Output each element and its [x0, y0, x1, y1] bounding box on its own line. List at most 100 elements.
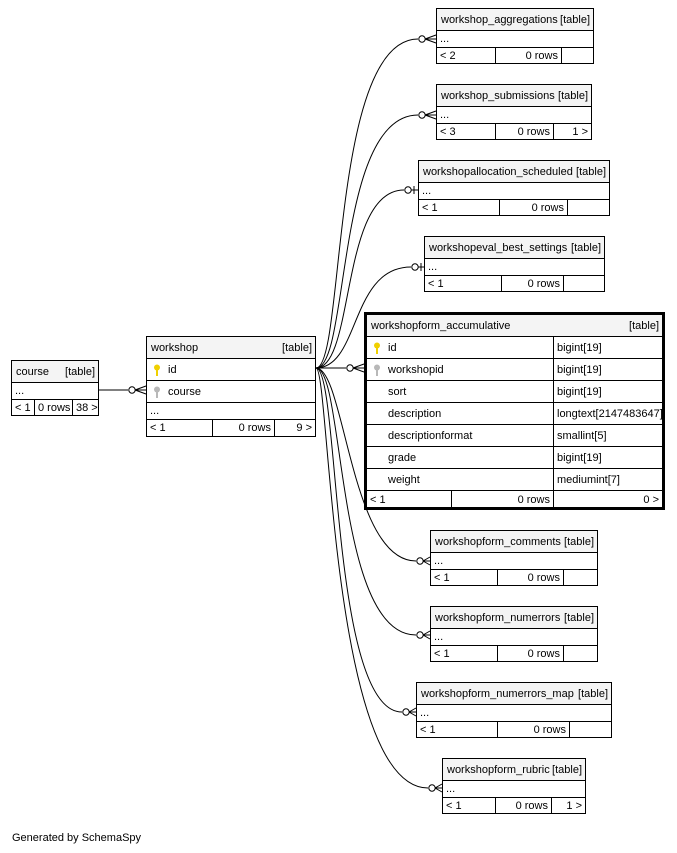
primary-key-icon: [150, 364, 164, 376]
column-name: sort: [388, 385, 407, 398]
row-count: 0 rows: [497, 570, 563, 585]
children-link[interactable]: 1 >: [551, 798, 585, 813]
parents-link[interactable]: < 1: [434, 571, 450, 584]
row-count: 0 rows: [497, 646, 563, 661]
columns-ellipsis: ...: [150, 405, 160, 417]
children-link[interactable]: [567, 200, 609, 215]
column-type: smallint[5]: [553, 425, 662, 446]
table-name: workshopform_comments: [435, 535, 561, 548]
table-header: workshopform_accumulative [table]: [367, 315, 662, 337]
children-link[interactable]: 9 >: [274, 420, 315, 436]
columns-ellipsis: ...: [434, 555, 444, 567]
table-kind: [table]: [65, 365, 95, 378]
children-link[interactable]: [569, 722, 611, 737]
table-header: workshop_submissions [table]: [437, 85, 591, 107]
table-workshopform_comments[interactable]: workshopform_comments [table] ... < 1 0 …: [430, 530, 598, 586]
table-kind: [table]: [576, 165, 606, 178]
column-row: descriptionformat smallint[5]: [367, 425, 662, 447]
table-header: workshopallocation_scheduled [table]: [419, 161, 609, 183]
column-type: bigint[19]: [553, 359, 662, 380]
column-row: sort bigint[19]: [367, 381, 662, 403]
table-header: workshopform_numerrors [table]: [431, 607, 597, 629]
table-workshopeval_best_settings[interactable]: workshopeval_best_settings [table] ... <…: [424, 236, 605, 292]
children-link[interactable]: [563, 570, 597, 585]
edge-course-workshop: [99, 385, 147, 395]
column-name: descriptionformat: [388, 429, 473, 442]
table-kind: [table]: [578, 687, 608, 700]
parents-link[interactable]: < 1: [15, 401, 31, 414]
row-count: 0 rows: [495, 48, 561, 63]
table-workshop[interactable]: workshop [table] id course ... < 1 0 row…: [146, 336, 316, 437]
column-name: course: [168, 385, 202, 398]
columns-ellipsis: ...: [434, 631, 444, 643]
children-link[interactable]: [563, 646, 597, 661]
table-workshop_aggregations[interactable]: workshop_aggregations [table] ... < 2 0 …: [436, 8, 594, 64]
table-workshopform_accumulative[interactable]: workshopform_accumulative [table] id big…: [364, 312, 665, 510]
parents-link[interactable]: < 1: [422, 201, 438, 214]
table-name: workshopform_numerrors: [435, 611, 561, 624]
table-kind: [table]: [560, 13, 590, 26]
table-name: workshopform_numerrors_map: [421, 687, 574, 700]
table-name: workshopform_rubric: [447, 763, 550, 776]
parents-link[interactable]: < 3: [440, 125, 456, 138]
column-row: workshopid bigint[19]: [367, 359, 662, 381]
children-link[interactable]: 38 >: [72, 400, 98, 415]
table-workshopform_numerrors_map[interactable]: workshopform_numerrors_map [table] ... <…: [416, 682, 612, 738]
table-header: workshopform_comments [table]: [431, 531, 597, 553]
children-link[interactable]: 1 >: [553, 124, 591, 139]
column-name: workshopid: [388, 363, 444, 376]
table-name: workshopform_accumulative: [371, 319, 511, 332]
column-row: weight mediumint[7]: [367, 469, 662, 491]
column-name: id: [388, 341, 397, 354]
table-name: workshopeval_best_settings: [429, 241, 568, 254]
columns-ellipsis: ...: [440, 33, 450, 45]
row-count: 0 rows: [451, 491, 553, 508]
table-header: workshopeval_best_settings [table]: [425, 237, 604, 259]
columns-ellipsis: ...: [420, 707, 430, 719]
table-workshopform_rubric[interactable]: workshopform_rubric [table] ... < 1 0 ro…: [442, 758, 586, 814]
parents-link[interactable]: < 1: [428, 277, 444, 290]
parents-link[interactable]: < 1: [150, 422, 166, 434]
table-course[interactable]: course [table] ... < 1 0 rows 38 >: [11, 360, 99, 416]
table-workshop_submissions[interactable]: workshop_submissions [table] ... < 3 0 r…: [436, 84, 592, 140]
table-header: workshop [table]: [147, 337, 315, 359]
row-count: 0 rows: [495, 124, 553, 139]
columns-ellipsis: ...: [428, 261, 438, 273]
edge-workshop-workshopform_accumulative: [316, 363, 365, 373]
column-row: course: [147, 381, 315, 403]
children-link[interactable]: [561, 48, 593, 63]
parents-link[interactable]: < 1: [434, 647, 450, 660]
children-link[interactable]: [563, 276, 604, 291]
parents-link[interactable]: < 1: [446, 799, 462, 812]
generated-by-note: Generated by SchemaSpy: [12, 832, 142, 844]
column-name: weight: [388, 473, 420, 486]
table-workshopform_numerrors[interactable]: workshopform_numerrors [table] ... < 1 0…: [430, 606, 598, 662]
table-workshopallocation_scheduled[interactable]: workshopallocation_scheduled [table] ...…: [418, 160, 610, 216]
table-name: course: [16, 365, 50, 378]
column-type: bigint[19]: [553, 447, 662, 468]
table-name: workshop: [151, 341, 199, 354]
table-name: workshopallocation_scheduled: [423, 165, 573, 178]
column-type: bigint[19]: [553, 381, 662, 402]
row-count: 0 rows: [34, 400, 72, 415]
parents-link[interactable]: < 1: [420, 723, 436, 736]
parents-link[interactable]: < 1: [370, 493, 386, 506]
table-kind: [table]: [282, 341, 312, 354]
row-count: 0 rows: [499, 200, 567, 215]
table-header: workshopform_rubric [table]: [443, 759, 585, 781]
table-name: workshop_aggregations: [441, 13, 558, 26]
column-row: id: [147, 359, 315, 381]
parents-link[interactable]: < 2: [440, 49, 456, 62]
table-kind: [table]: [564, 535, 594, 548]
columns-ellipsis: ...: [15, 385, 25, 397]
table-header: course [table]: [12, 361, 98, 383]
foreign-key-icon: [370, 364, 384, 376]
columns-ellipsis: ...: [440, 109, 450, 121]
column-name: description: [388, 407, 442, 420]
children-link[interactable]: 0 >: [553, 491, 662, 508]
column-type: mediumint[7]: [553, 469, 662, 490]
row-count: 0 rows: [497, 722, 569, 737]
column-type: bigint[19]: [553, 337, 662, 358]
column-row: description longtext[2147483647]: [367, 403, 662, 425]
row-count: 0 rows: [501, 276, 563, 291]
